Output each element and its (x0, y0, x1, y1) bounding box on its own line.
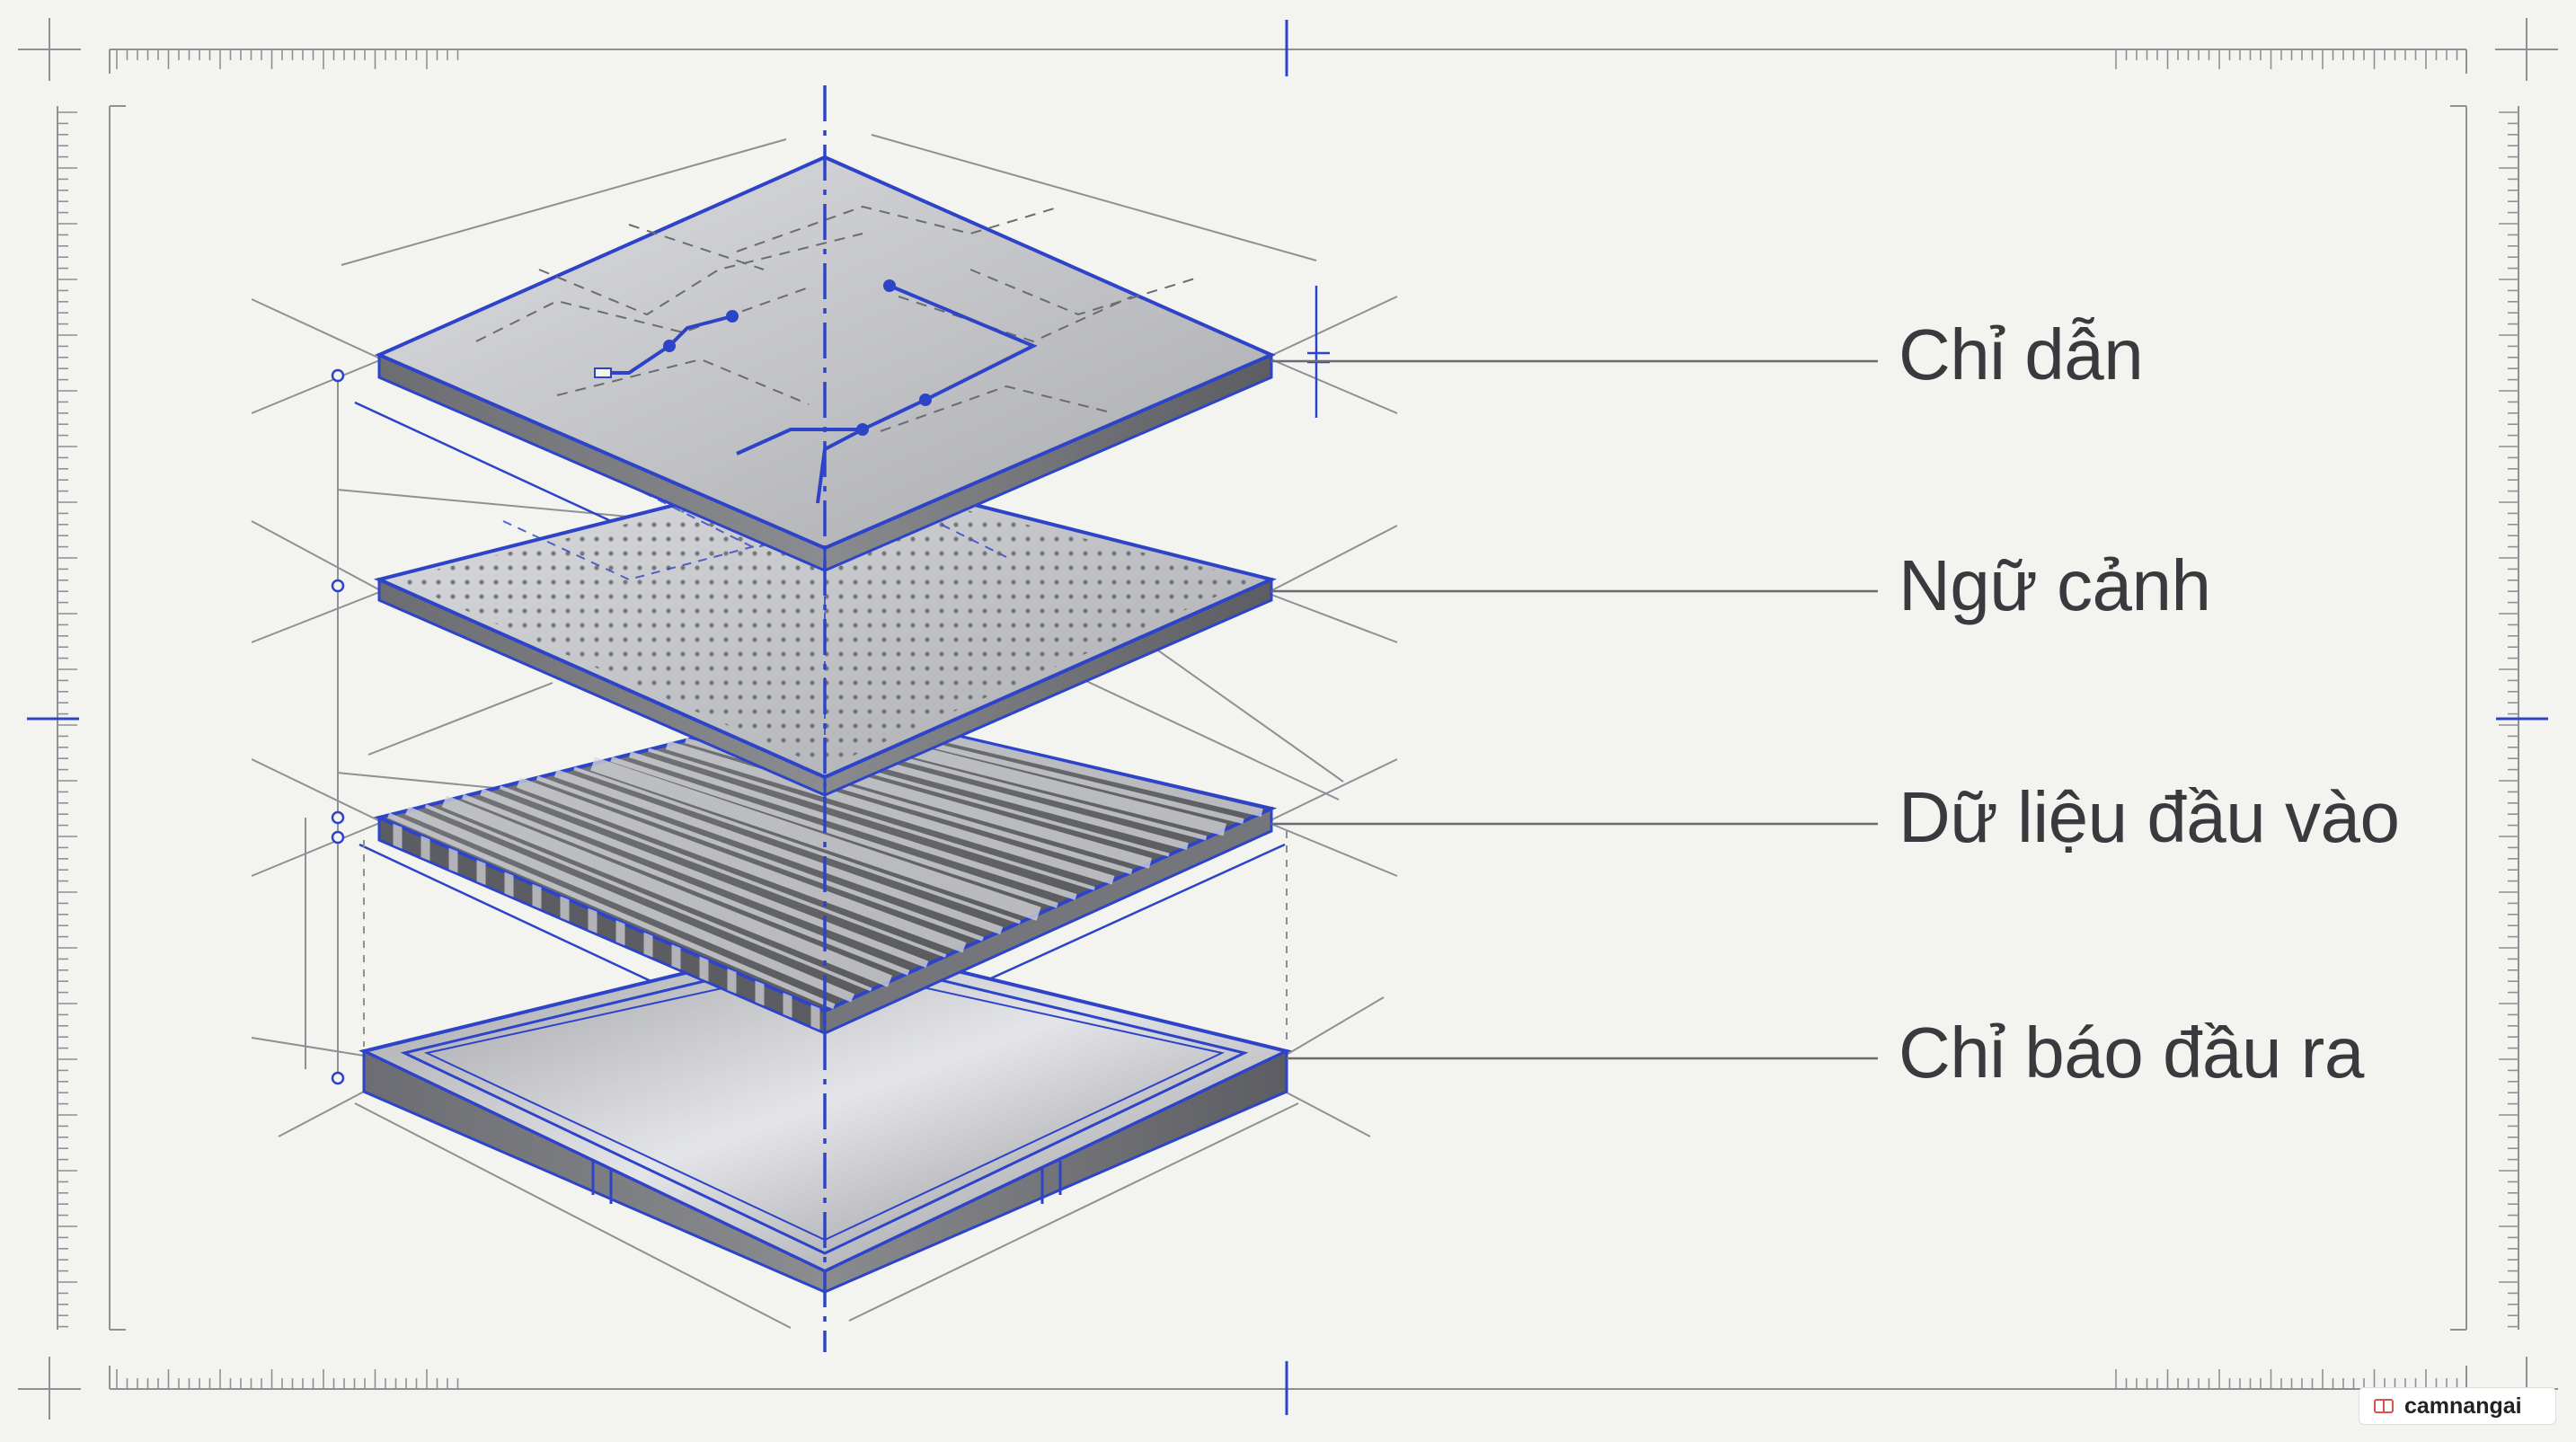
ruler-ticks (58, 49, 2518, 1389)
label-instruction: Chỉ dẫn (1899, 314, 2144, 394)
projection-lines (363, 831, 1288, 1047)
label-input-data: Dữ liệu đầu vào (1899, 777, 2400, 857)
dimension-nodes (331, 368, 345, 1085)
center-markers (27, 20, 2548, 1415)
watermark-text: camnangai (2404, 1393, 2522, 1419)
blueprint-frame (18, 18, 2558, 1420)
book-icon (2374, 1399, 2394, 1413)
label-context: Ngữ cảnh (1899, 545, 2211, 625)
edge-markers (393, 823, 820, 1031)
watermark-badge: camnangai (2359, 1387, 2556, 1425)
leader-lines (1271, 359, 1878, 1060)
label-output-indicator: Chỉ báo đầu ra (1899, 1013, 2364, 1093)
